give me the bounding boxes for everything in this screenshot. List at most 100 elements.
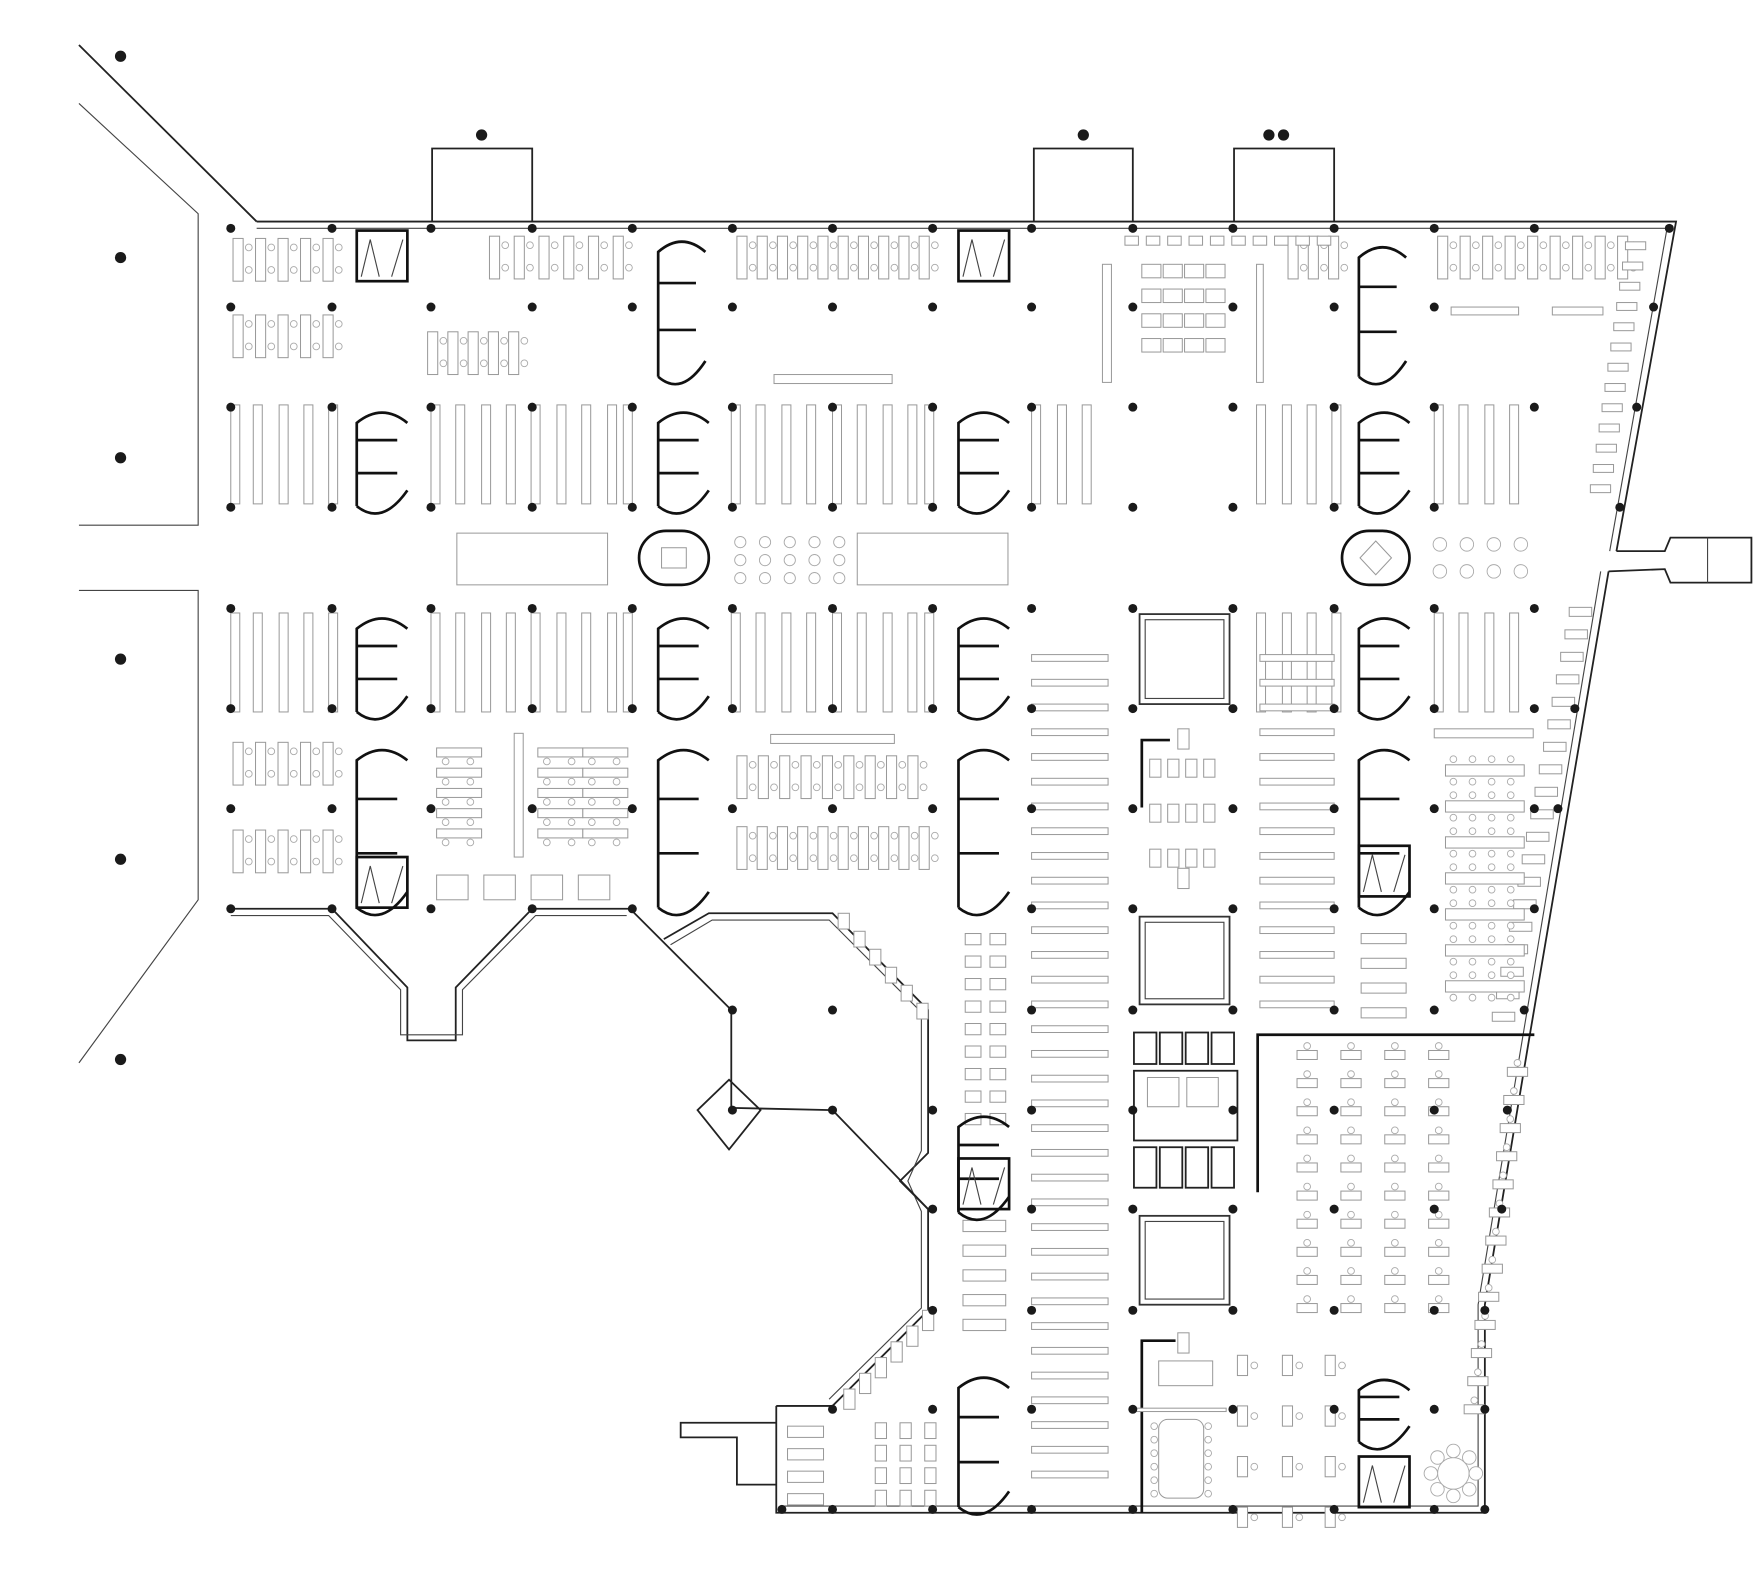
chair [1434, 1239, 1443, 1247]
workstation [322, 829, 334, 874]
chair [567, 798, 576, 806]
column [1027, 1005, 1037, 1015]
desk-row [505, 404, 516, 505]
column [727, 302, 737, 312]
column [1128, 603, 1138, 613]
lift [1186, 1076, 1219, 1108]
chair [870, 831, 878, 840]
chair [244, 243, 253, 252]
chair [1468, 849, 1477, 858]
desk [1607, 362, 1629, 372]
column [1664, 223, 1674, 233]
column [828, 1105, 838, 1115]
chair [1303, 1098, 1311, 1107]
chair [1446, 1488, 1461, 1504]
desk [964, 978, 982, 991]
desk [577, 874, 611, 901]
chair [1434, 1126, 1443, 1135]
desk [1444, 764, 1525, 777]
chair [244, 747, 253, 756]
chair [1506, 899, 1515, 907]
chair [1487, 813, 1496, 822]
lightwell-inner [1144, 619, 1225, 700]
chair [543, 818, 551, 827]
chair [1150, 1476, 1159, 1484]
column [928, 1305, 938, 1315]
chair [1506, 791, 1515, 800]
chair [267, 266, 276, 274]
chair [1468, 921, 1477, 930]
desk [837, 912, 850, 930]
chair [1204, 1476, 1212, 1484]
chair [1468, 827, 1477, 836]
chair [910, 831, 919, 840]
workstation [817, 235, 829, 280]
chair [829, 854, 838, 862]
desk [787, 1493, 825, 1506]
exterior-column [475, 129, 488, 141]
chair [1506, 1115, 1515, 1123]
desk [989, 1067, 1007, 1081]
column [1329, 1204, 1339, 1214]
elevator-icon [360, 865, 404, 904]
desk-strip [1031, 802, 1109, 811]
column [1429, 704, 1439, 714]
desk [874, 1467, 888, 1485]
workstation [427, 331, 439, 376]
desk [1384, 1049, 1406, 1061]
column [828, 302, 838, 312]
desk [1340, 1246, 1362, 1257]
column [1529, 904, 1539, 914]
desk-row [430, 404, 441, 505]
meeting-table [661, 547, 687, 569]
column [1502, 1105, 1512, 1115]
chair [312, 243, 321, 252]
large-table [456, 532, 609, 586]
chair [1303, 1154, 1311, 1163]
chair [312, 835, 321, 843]
chair [1449, 241, 1458, 250]
desk [989, 1090, 1007, 1103]
toilet-stall [1133, 1146, 1158, 1189]
desk [1324, 1456, 1336, 1478]
workstation [885, 755, 898, 800]
column [1529, 704, 1539, 714]
lounge-chair [1432, 564, 1448, 579]
desk [1604, 383, 1626, 392]
column [1027, 402, 1037, 412]
column [928, 804, 938, 814]
desk-strip [1031, 852, 1109, 860]
column [1228, 402, 1238, 412]
desk-strip [1259, 827, 1335, 836]
desk [906, 1325, 919, 1347]
chair [1506, 921, 1515, 930]
column [1128, 1005, 1138, 1015]
elevator-icon [1362, 854, 1406, 893]
workstation [779, 755, 791, 800]
workstation [837, 826, 849, 870]
chair [1517, 241, 1525, 250]
desk-strip [1031, 1049, 1109, 1058]
chair [809, 854, 818, 862]
desk-strip [1031, 753, 1109, 761]
chair [769, 241, 777, 250]
desk [436, 808, 483, 819]
chair [289, 769, 298, 778]
chair [1462, 1450, 1477, 1465]
desk-row [230, 404, 241, 505]
desk [582, 808, 629, 819]
column [527, 904, 537, 914]
chair [1204, 1489, 1212, 1498]
column [1329, 1005, 1339, 1015]
chair [1347, 1126, 1355, 1135]
chair [1430, 1482, 1445, 1497]
desk-row [278, 404, 289, 505]
workstation [587, 235, 600, 280]
chair [770, 760, 778, 769]
lounge-chair [783, 536, 796, 549]
desk-row [1458, 404, 1469, 505]
desk [1360, 982, 1407, 994]
chair [1449, 957, 1458, 966]
desk [1384, 1303, 1406, 1314]
desk [1428, 1134, 1450, 1145]
